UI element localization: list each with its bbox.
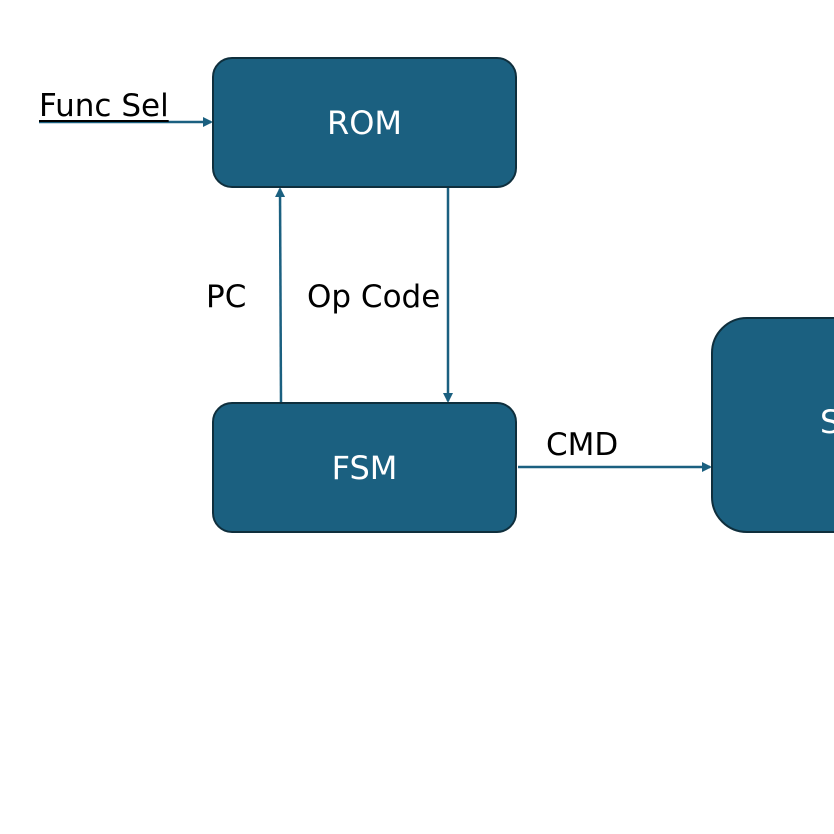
partial-block-label: S bbox=[820, 403, 834, 441]
cmd-label: CMD bbox=[546, 427, 619, 463]
pc-arrow bbox=[275, 187, 286, 403]
fsm-block-label: FSM bbox=[331, 448, 398, 487]
partial-block: S bbox=[711, 317, 834, 533]
rom-block: ROM bbox=[212, 57, 517, 188]
op-code-label: Op Code bbox=[307, 279, 441, 315]
rom-block-label: ROM bbox=[326, 103, 403, 142]
fsm-block: FSM bbox=[212, 402, 517, 533]
func-sel-label: Func Sel bbox=[39, 88, 169, 124]
pc-label: PC bbox=[206, 279, 247, 315]
